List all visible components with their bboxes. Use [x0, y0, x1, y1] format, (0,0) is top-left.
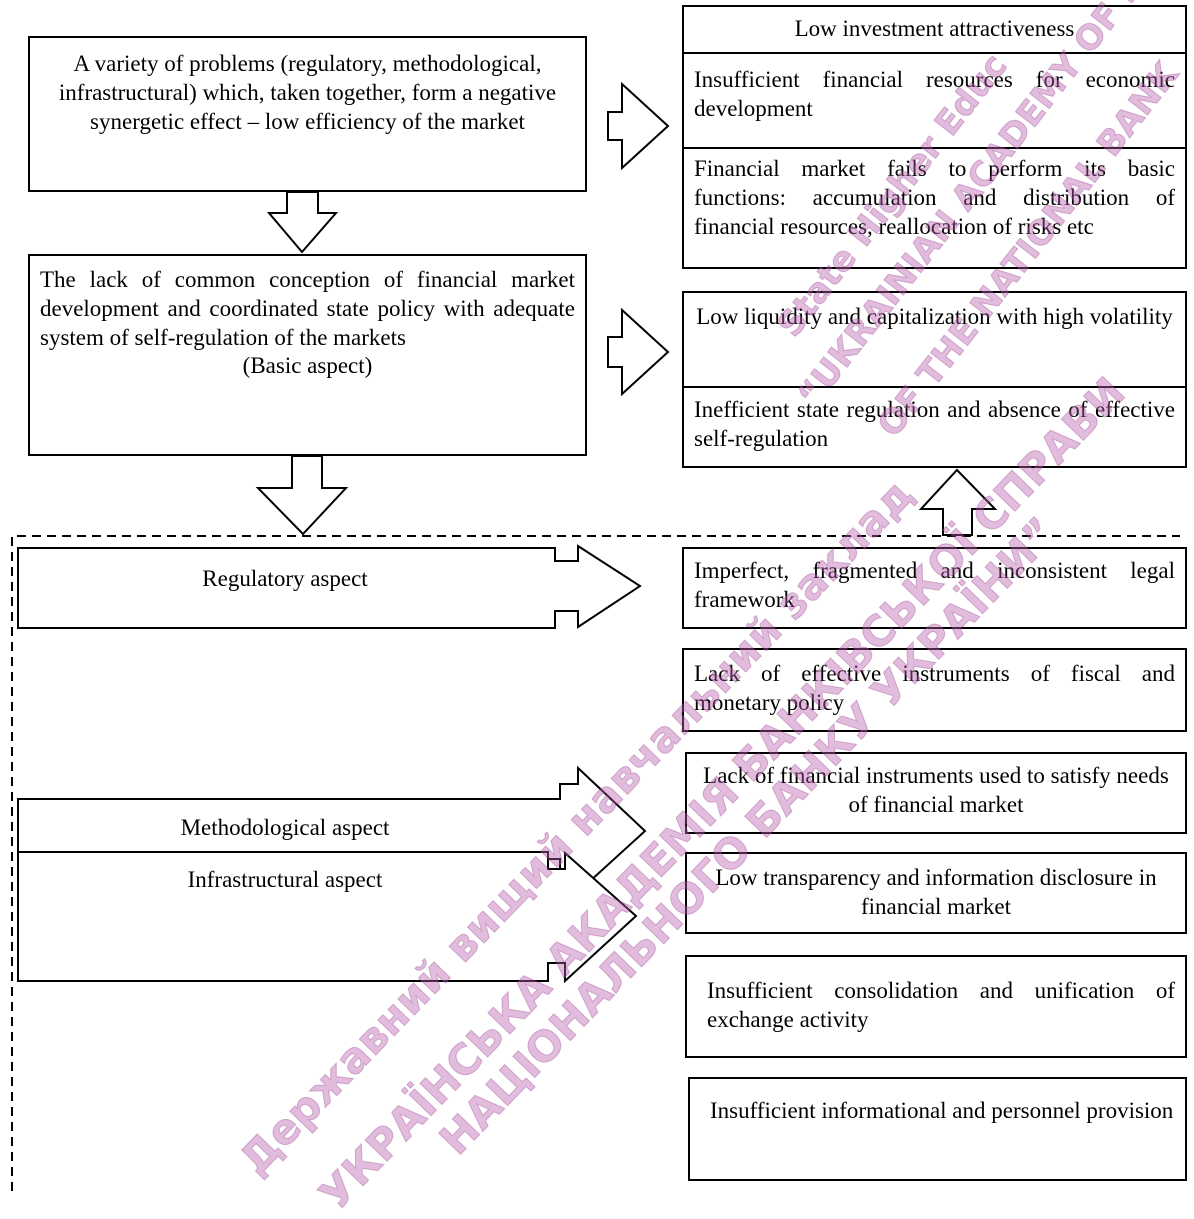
- effect-inefficient-regulation: Inefficient state regulation and absence…: [684, 386, 1185, 466]
- effect-low-liquidity: Low liquidity and capitalization with hi…: [696, 304, 1173, 329]
- dashed-region-border: [11, 535, 1180, 1191]
- infrastructural-aspect-label: Infrastructural aspect: [187, 867, 383, 892]
- effects-top-group: Low investment attractiveness Insufficie…: [682, 5, 1187, 269]
- exchange-activity-box: Insufficient consolidation and unificati…: [685, 955, 1187, 1058]
- arrow-up-to-state-regulation: [918, 468, 998, 536]
- arrow-conception-to-aspects: [255, 455, 349, 536]
- personnel-provision-box: Insufficient informational and personnel…: [688, 1077, 1187, 1181]
- infrastructural-aspect-arrow: [17, 850, 638, 984]
- regulatory-aspect-label: Regulatory aspect: [202, 566, 368, 591]
- financial-instruments-box: Lack of financial instruments used to sa…: [685, 752, 1187, 834]
- basic-aspect-note: (Basic aspect): [242, 353, 373, 379]
- methodological-aspect-label: Methodological aspect: [180, 815, 390, 840]
- problems-box-text: A variety of problems (regulatory, metho…: [58, 51, 557, 134]
- effect-insufficient-resources: Insufficient financial resources for eco…: [684, 52, 1185, 147]
- legal-framework-box: Imperfect, fragmented and inconsistent l…: [682, 547, 1187, 629]
- regulatory-aspect-arrow: [17, 544, 642, 629]
- fiscal-monetary-box: Lack of effective instruments of fiscal …: [682, 648, 1187, 732]
- arrow-problems-to-effects: [607, 81, 670, 171]
- problems-box: A variety of problems (regulatory, metho…: [28, 36, 587, 192]
- arrow-conception-to-effects: [607, 307, 670, 397]
- diagram-connectors: [11, 81, 1180, 1191]
- effects-middle-group: Low liquidity and capitalization with hi…: [682, 291, 1187, 468]
- conception-box-text: The lack of common conception of financi…: [40, 267, 575, 350]
- effect-market-fails: Financial market fails to perform its ba…: [684, 147, 1185, 267]
- arrow-problems-to-conception: [266, 191, 339, 254]
- effect-low-investment: Low investment attractiveness: [794, 16, 1075, 41]
- conception-box: The lack of common conception of financi…: [28, 254, 587, 456]
- transparency-box: Low transparency and information disclos…: [685, 852, 1187, 934]
